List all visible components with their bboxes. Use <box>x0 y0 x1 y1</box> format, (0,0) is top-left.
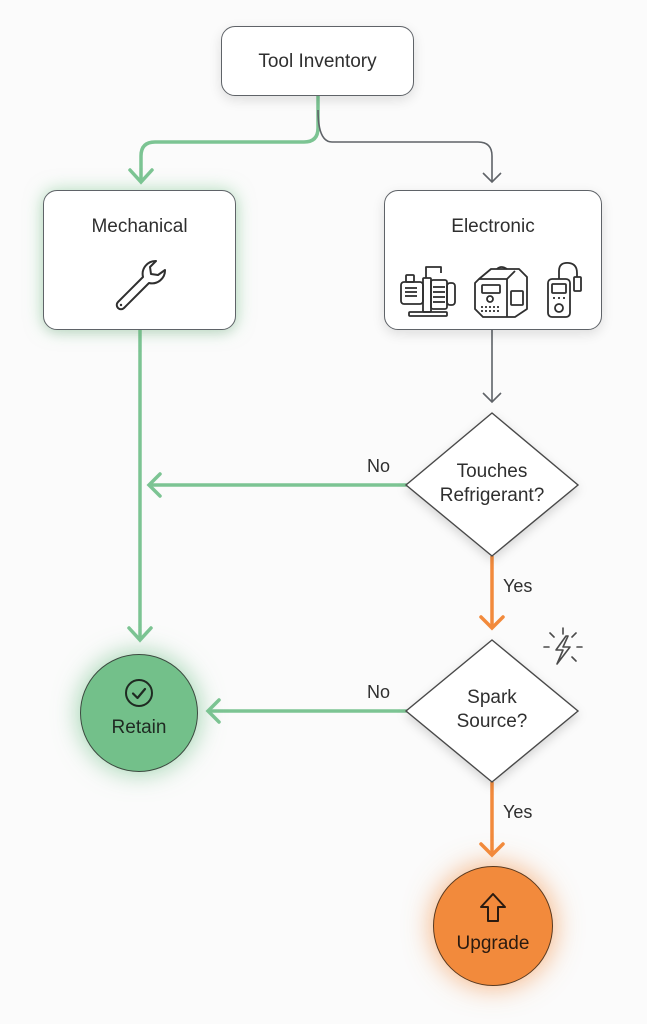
terminal-retain[interactable]: Retain <box>80 654 198 772</box>
edge-root-to-electronic <box>317 109 493 182</box>
terminal-upgrade[interactable]: Upgrade <box>433 866 553 986</box>
node-electronic[interactable]: Electronic <box>384 190 602 330</box>
edge-label-refrigerant-yes: Yes <box>503 576 533 596</box>
arrowhead-mechanical <box>128 168 154 185</box>
arrowhead-spark-yes <box>479 842 505 858</box>
decision-refrigerant-line1: Touches <box>456 461 528 482</box>
arrowhead-spark-no <box>205 698 221 724</box>
edge-root-to-mechanical <box>139 96 320 182</box>
decision-refrigerant-label: Touches Refrigerant? <box>407 460 577 508</box>
vacuum-pump-icon <box>400 266 456 317</box>
arrowhead-refrigerant-no <box>146 472 162 498</box>
decision-spark-diamond[interactable] <box>404 639 580 783</box>
terminal-retain-label: Retain <box>111 717 167 738</box>
edge-label-refrigerant-no: No <box>367 456 391 476</box>
arrow-up-icon <box>480 893 506 922</box>
decision-spark-line1: Spark <box>467 687 517 708</box>
decision-refrigerant-diamond[interactable] <box>404 412 580 557</box>
check-circle-icon <box>125 679 153 707</box>
recovery-machine-icon <box>474 266 528 318</box>
digital-gauge-icon <box>547 262 582 318</box>
decision-spark-line2: Source? <box>456 711 528 732</box>
edge-label-spark-yes: Yes <box>503 802 533 822</box>
decision-spark-label: Spark Source? <box>407 686 577 734</box>
arrowhead-retain-top <box>127 626 153 643</box>
edge-label-spark-no: No <box>367 682 391 702</box>
spark-icon <box>543 627 583 665</box>
node-mechanical-label: Mechanical <box>91 216 188 237</box>
node-electronic-label: Electronic <box>451 216 535 237</box>
arrowhead-electronic <box>482 172 502 184</box>
wrench-icon <box>115 259 167 311</box>
node-mechanical[interactable]: Mechanical <box>43 190 236 330</box>
arrowhead-refrigerant <box>482 392 502 404</box>
node-tool-inventory[interactable]: Tool Inventory <box>221 26 414 96</box>
arrowhead-refrigerant-yes <box>479 615 505 631</box>
node-tool-inventory-label: Tool Inventory <box>258 51 377 72</box>
decision-refrigerant-line2: Refrigerant? <box>439 485 545 506</box>
terminal-upgrade-label: Upgrade <box>456 933 530 954</box>
